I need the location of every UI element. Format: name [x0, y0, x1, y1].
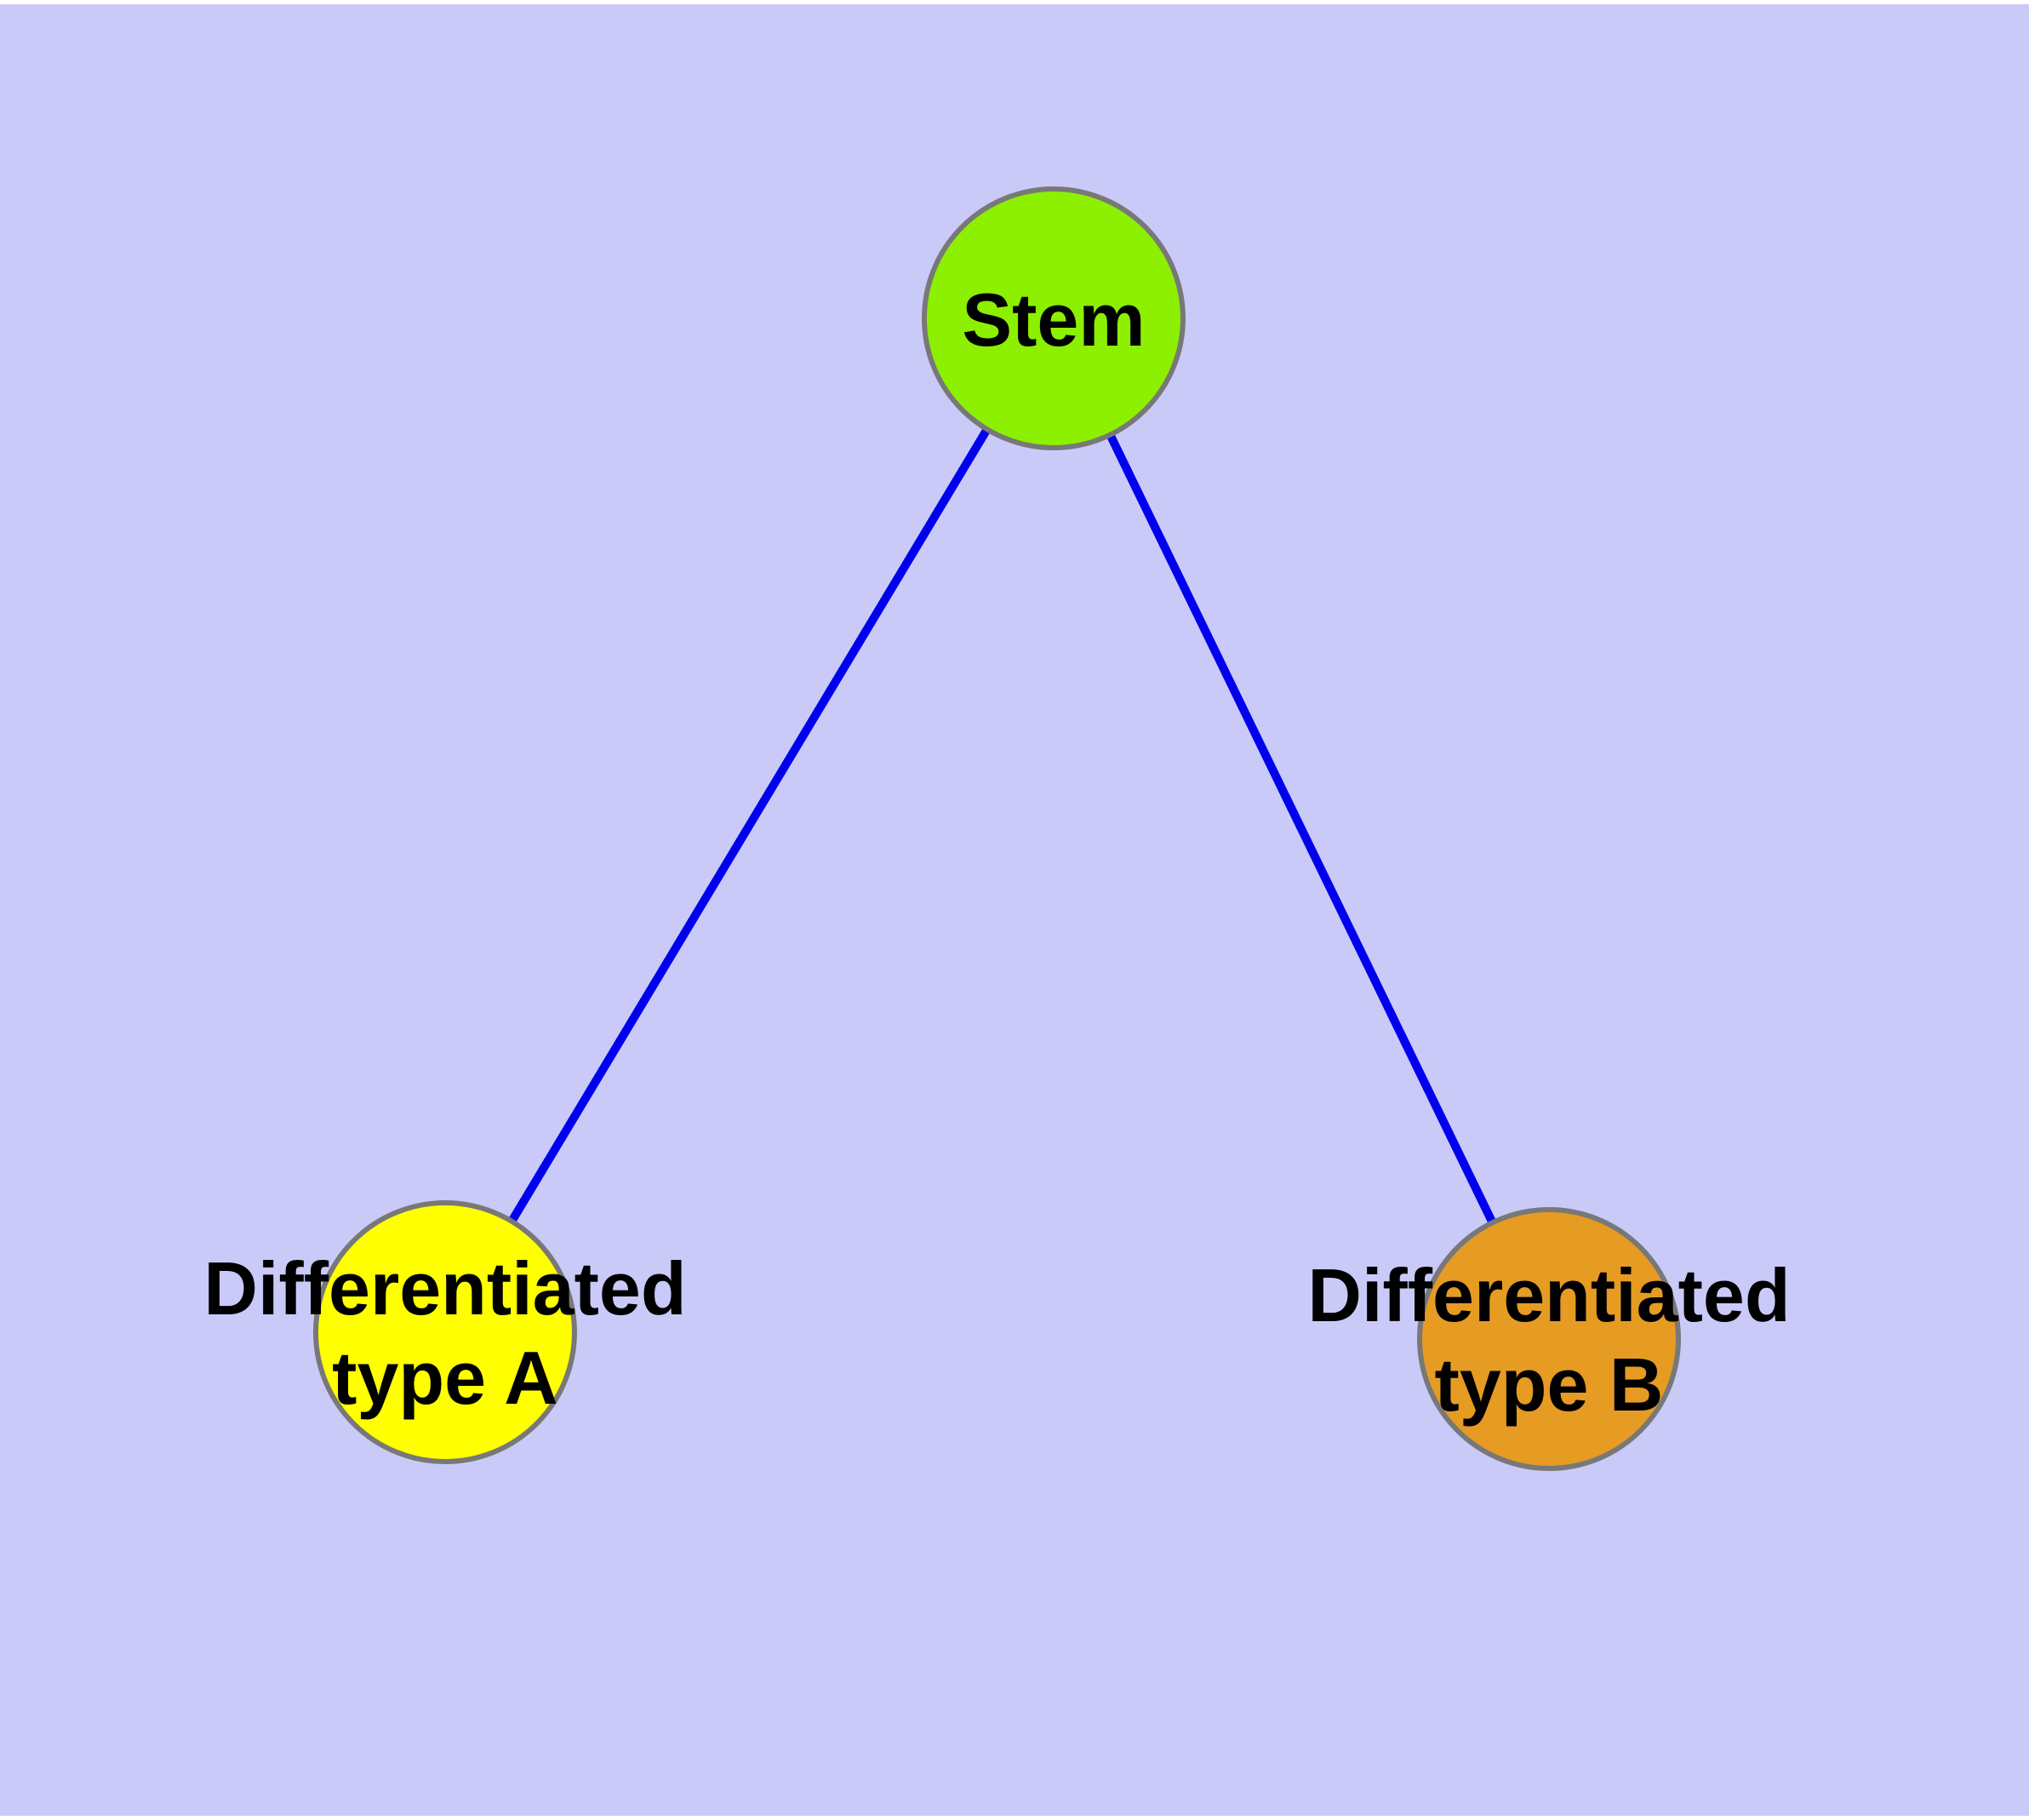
node-type-a-label-line1: Differentiated	[203, 1246, 686, 1331]
canvas-edge-bottom	[0, 1816, 2029, 1820]
node-type-b-circle	[1417, 1207, 1681, 1471]
node-type-a-circle	[313, 1200, 577, 1464]
node-type-b-label-line1: Differentiated	[1307, 1253, 1790, 1337]
node-type-a-label-line2: type A	[332, 1336, 558, 1420]
edge-stem-to-type-a	[441, 314, 1058, 1336]
node-type-b-label-line2: type B	[1435, 1342, 1664, 1427]
node-stem-label: Stem	[962, 278, 1145, 362]
node-stem-circle	[922, 186, 1186, 450]
canvas-edge-top	[0, 0, 2029, 4]
edge-stem-to-type-b	[1049, 314, 1553, 1343]
